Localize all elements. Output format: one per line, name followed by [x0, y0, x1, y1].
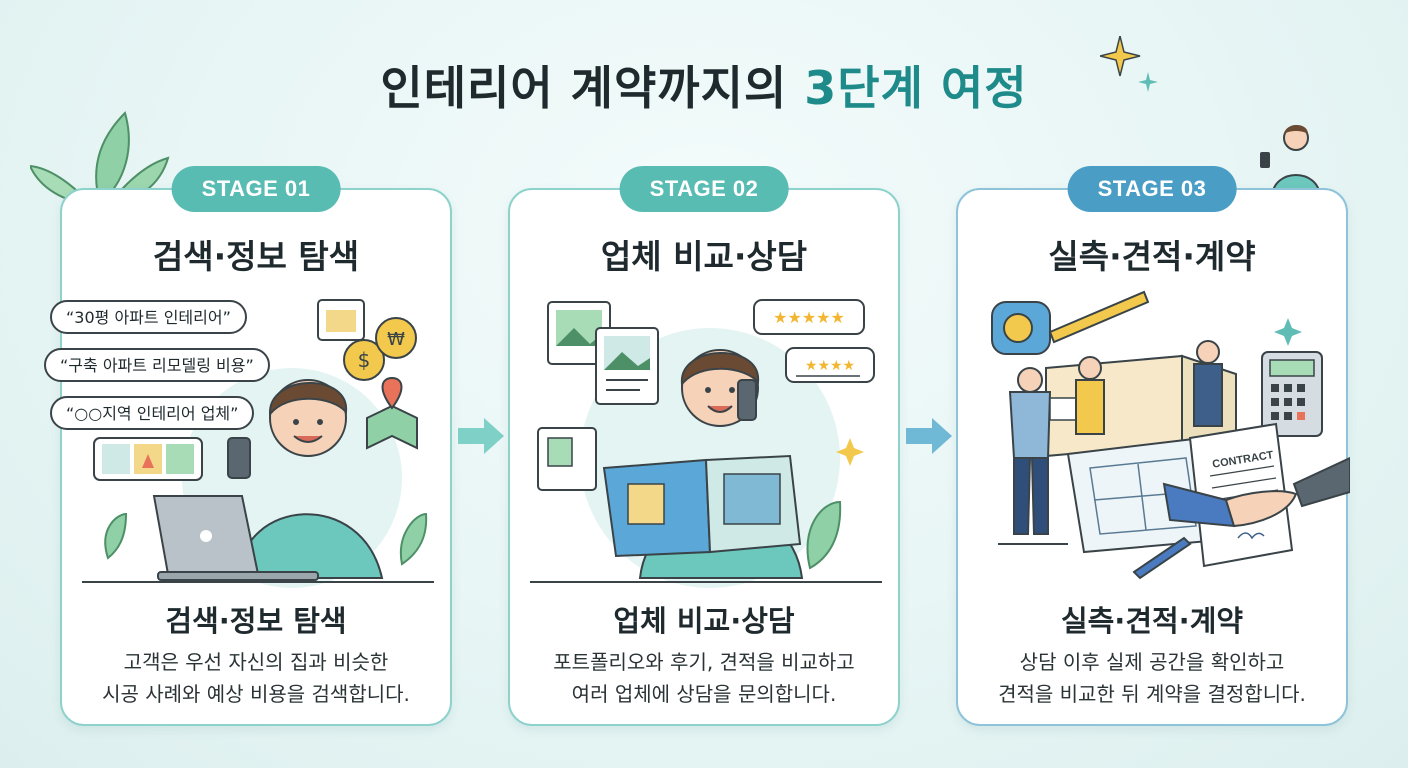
svg-text:★★★★★: ★★★★★: [773, 308, 845, 327]
title-accent: 3단계 여정: [804, 61, 1028, 115]
card-subtitle: 실측·견적·계약: [1060, 604, 1244, 638]
contract-illustration: CONTRACT: [958, 288, 1351, 588]
description-line: 포트폴리오와 후기, 견적을 비교하고: [553, 650, 855, 674]
contract-scene-illustration: [991, 290, 1351, 580]
user-avatar-illustration: [1260, 125, 1322, 197]
card-description: 고객은 우선 자신의 집과 비슷한 시공 사례와 예상 비용을 검색합니다.: [62, 646, 450, 710]
card-title: 검색·정보 탐색: [152, 237, 360, 276]
arrow-right-icon: [906, 418, 952, 454]
search-query-bubble-1: “30평 아파트 인테리어”: [50, 300, 247, 334]
compare-scene-illustration: ★★★★★ ★★★★: [530, 299, 882, 588]
description-line: 고객은 우선 자신의 집과 비슷한: [123, 650, 389, 674]
sparkle-icon: [1100, 36, 1158, 92]
card-subtitle: 검색·정보 탐색: [165, 604, 347, 638]
stage-badge: STAGE 03: [1067, 166, 1237, 212]
search-query-bubble-2: “구축 아파트 리모델링 비용”: [44, 348, 270, 382]
card-title: 실측·견적·계약: [1048, 237, 1256, 276]
title-main: 인테리어 계약까지의: [380, 61, 805, 115]
stage-badge: STAGE 02: [619, 166, 789, 212]
description-line: 견적을 비교한 뒤 계약을 결정합니다.: [998, 682, 1306, 706]
search-query-bubble-3: “○○지역 인테리어 업체”: [50, 396, 255, 430]
stage-card-2: STAGE 02 업체 비교·상담 ★★★★★ ★★★★: [508, 166, 902, 726]
card-description: 포트폴리오와 후기, 견적을 비교하고 여러 업체에 상담을 문의합니다.: [510, 646, 898, 710]
svg-text:★★★★: ★★★★: [805, 358, 855, 374]
card-description: 상담 이후 실제 공간을 확인하고 견적을 비교한 뒤 계약을 결정합니다.: [958, 646, 1346, 710]
description-line: 상담 이후 실제 공간을 확인하고: [1019, 650, 1285, 674]
search-illustration: $ ₩ “30평 아파트 인테리어: [44, 288, 454, 588]
card-subtitle: 업체 비교·상담: [613, 604, 795, 638]
svg-text:$: $: [358, 348, 371, 372]
stage-card-1: STAGE 01 검색·정보 탐색 $ ₩: [44, 166, 454, 726]
description-line: 여러 업체에 상담을 문의합니다.: [571, 682, 837, 706]
stage-card-3: STAGE 03 실측·견적·계약: [956, 166, 1351, 726]
arrow-right-icon: [458, 418, 504, 454]
stage-badge: STAGE 01: [171, 166, 341, 212]
compare-illustration: ★★★★★ ★★★★: [510, 288, 902, 588]
svg-text:₩: ₩: [387, 329, 405, 350]
card-title: 업체 비교·상담: [600, 237, 808, 276]
description-line: 시공 사례와 예상 비용을 검색합니다.: [102, 682, 410, 706]
page-title: 인테리어 계약까지의 3단계 여정: [0, 52, 1408, 118]
